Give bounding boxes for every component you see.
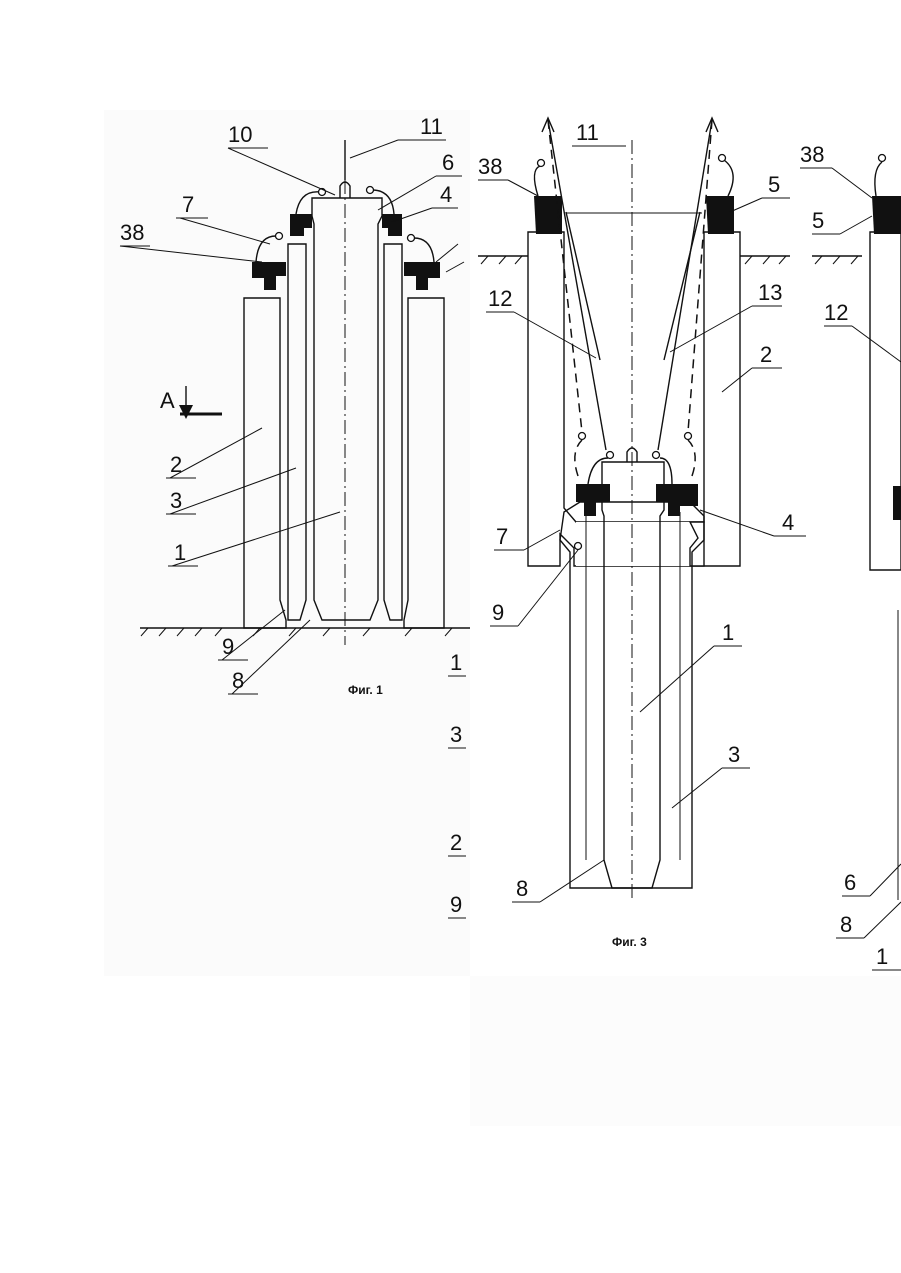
wire-right-top <box>724 160 733 196</box>
wire-left-dashed <box>575 440 582 476</box>
scan-bottom-shade <box>470 976 901 1126</box>
label-7: 7 <box>496 524 508 549</box>
casing-gap <box>576 522 704 566</box>
label-3: 3 <box>170 488 182 513</box>
label-11: 11 <box>420 114 443 139</box>
terminal-ring <box>408 235 415 242</box>
cable-12 <box>548 120 606 450</box>
label-5: 5 <box>812 208 824 233</box>
label-38: 38 <box>800 142 824 167</box>
figure-3: 11 38 5 12 13 2 7 4 9 1 3 8 Фиг. 3 <box>478 118 806 949</box>
terminal-ring <box>719 155 726 162</box>
label-1: 1 <box>876 944 888 969</box>
cable-12-alt <box>548 120 582 432</box>
edge-label-2: 2 <box>450 830 462 855</box>
label-9: 9 <box>222 634 234 659</box>
seal-4-right <box>656 484 698 516</box>
label-6: 6 <box>442 150 454 175</box>
scan-left-panel <box>104 110 470 976</box>
seal-5-partial <box>872 196 901 234</box>
wire-top <box>875 162 882 196</box>
edge-label-1: 1 <box>450 650 462 675</box>
terminal-ring <box>579 433 586 440</box>
seal-4-left <box>576 484 610 516</box>
terminal-ring <box>276 233 283 240</box>
terminal-ring <box>538 160 545 167</box>
label-12: 12 <box>488 286 512 311</box>
label-38: 38 <box>478 154 502 179</box>
label-11: 11 <box>576 120 599 145</box>
terminal-ring <box>653 452 660 459</box>
ground-ticks <box>815 256 858 264</box>
label-1: 1 <box>722 620 734 645</box>
casing-2 <box>528 232 740 566</box>
label-12: 12 <box>824 300 848 325</box>
label-8: 8 <box>232 668 244 693</box>
figure-3-caption: Фиг. 3 <box>612 935 647 949</box>
label-2: 2 <box>760 342 772 367</box>
figure-partial-right: 38 5 12 6 8 1 <box>800 142 901 970</box>
joint-ring-9 <box>575 543 582 550</box>
wire-right-dashed <box>688 440 695 476</box>
cable-13-alt <box>688 120 712 432</box>
figure-1-caption: Фиг. 1 <box>348 683 383 697</box>
label-6: 6 <box>844 870 856 895</box>
seal-partial-mid <box>893 486 901 520</box>
leader-lines <box>800 168 901 970</box>
cable-left-upper <box>566 212 600 360</box>
edge-label-9: 9 <box>450 892 462 917</box>
seal-5-right <box>706 196 734 234</box>
terminal-ring <box>685 433 692 440</box>
terminal-ring <box>367 187 374 194</box>
wire-left-top <box>534 166 540 196</box>
label-7: 7 <box>182 192 194 217</box>
label-3: 3 <box>728 742 740 767</box>
label-4: 4 <box>782 510 794 535</box>
terminal-ring <box>607 452 614 459</box>
label-1: 1 <box>174 540 186 565</box>
terminal-ring <box>879 155 886 162</box>
label-4: 4 <box>440 182 452 207</box>
label-13: 13 <box>758 280 782 305</box>
edge-label-3: 3 <box>450 722 462 747</box>
label-10: 10 <box>228 122 252 147</box>
label-2: 2 <box>170 452 182 477</box>
label-9: 9 <box>492 600 504 625</box>
label-5: 5 <box>768 172 780 197</box>
label-38: 38 <box>120 220 144 245</box>
section-mark-a: A <box>160 388 175 413</box>
label-8: 8 <box>516 876 528 901</box>
label-8: 8 <box>840 912 852 937</box>
